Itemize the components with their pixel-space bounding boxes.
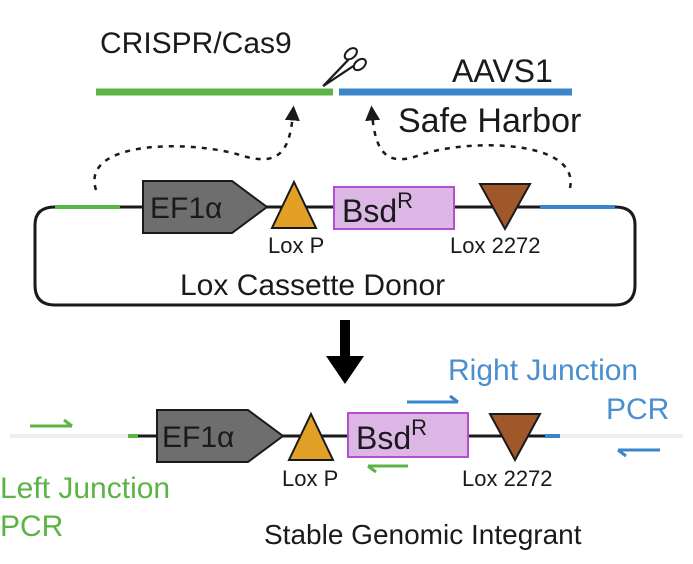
arrow-down-icon — [326, 320, 364, 384]
product-lox2272-site — [488, 413, 542, 463]
donor-bsd-superscript: R — [397, 188, 413, 213]
left-homology-arc — [93, 105, 300, 191]
donor-title: Lox Cassette Donor — [180, 269, 445, 302]
product-bsd-superscript: R — [411, 415, 427, 440]
product-loxp-site — [287, 411, 335, 461]
left-junction-line2: PCR — [0, 510, 63, 543]
right-homology-arc — [365, 105, 572, 189]
left-reverse-primer — [367, 464, 408, 474]
donor-plasmid-backbone — [33, 205, 637, 307]
product-loxp-label: Lox P — [282, 466, 338, 491]
donor-ef1a-promoter — [142, 180, 269, 234]
product-title: Stable Genomic Integrant — [264, 519, 582, 550]
product-bsd-text: Bsd — [356, 420, 411, 456]
product-bsdr-label: BsdR — [356, 415, 427, 456]
donor-loxp-site — [270, 179, 318, 229]
donor-bsdr-label: BsdR — [342, 188, 413, 229]
safe-harbor-label: Safe Harbor — [398, 102, 581, 140]
right-reverse-primer — [617, 448, 660, 458]
right-forward-primer — [407, 394, 459, 404]
crispr-label: CRISPR/Cas9 — [100, 27, 292, 60]
product-bsdr-gene — [347, 412, 469, 458]
product-ef1a-label: EF1α — [162, 421, 234, 454]
donor-bsd-text: Bsd — [342, 193, 397, 229]
donor-ef1a-label: EF1α — [150, 192, 222, 225]
left-junction-line1: Left Junction — [0, 472, 170, 505]
right-junction-line1: Right Junction — [448, 354, 638, 387]
scissors-icon — [322, 47, 367, 88]
donor-loxp-label: Lox P — [268, 233, 324, 258]
donor-bsdr-gene — [333, 186, 455, 230]
aavs1-label: AAVS1 — [452, 53, 553, 89]
right-junction-line2: PCR — [606, 393, 669, 426]
product-ef1a-promoter — [156, 409, 285, 463]
donor-lox2272-site — [478, 183, 532, 232]
left-forward-primer — [30, 418, 73, 428]
product-lox2272-label: Lox 2272 — [462, 466, 553, 491]
donor-lox2272-label: Lox 2272 — [450, 233, 541, 258]
